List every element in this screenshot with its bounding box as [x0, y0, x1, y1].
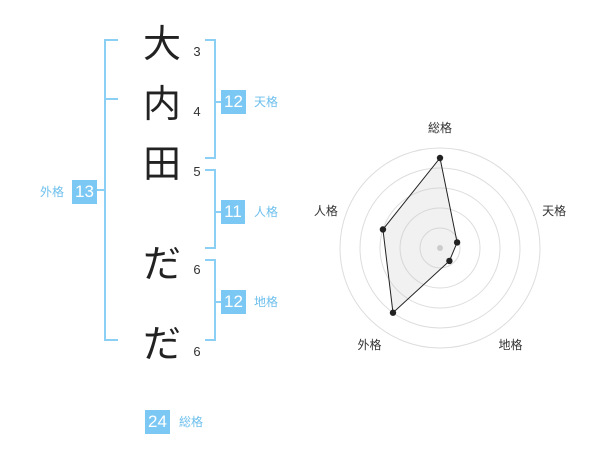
radar-ring-3: [379, 187, 501, 309]
stroke-count-4: 6: [193, 262, 201, 277]
jinkaku-value-badge: 11: [221, 200, 245, 224]
radar-point-5: [379, 226, 387, 233]
soukaku-label: 総格: [179, 415, 204, 429]
gaikaku-bracket: [104, 39, 118, 341]
stroke-count-5: 6: [193, 344, 201, 359]
jinkaku-bracket: [205, 169, 216, 249]
radar-point-3: [446, 257, 453, 265]
name-char-2: 内: [142, 82, 181, 126]
chikaku-value-badge: 12: [221, 290, 246, 314]
tenkaku-bracket: [205, 39, 216, 159]
gaikaku-label: 外格: [40, 185, 65, 199]
name-char-3: 田: [142, 142, 181, 186]
radar-point-4: [389, 309, 397, 316]
name-char-5: だ: [142, 322, 181, 366]
radar-ring-5: [339, 147, 541, 349]
stroke-count-3: 5: [193, 164, 201, 179]
chikaku-bracket: [205, 259, 216, 341]
radar-center-dot: [437, 245, 443, 251]
jinkaku-label: 人格: [254, 205, 279, 219]
stroke-count-1: 3: [193, 44, 201, 59]
gaikaku-value-badge: 13: [72, 180, 97, 204]
tenkaku-label: 天格: [254, 95, 279, 109]
radar-axis-label-5: 人格: [314, 203, 338, 218]
name-char-4: だ: [142, 242, 181, 286]
name-char-1: 大: [142, 22, 181, 66]
radar-ring-1: [419, 227, 461, 269]
radar-area: [382, 156, 458, 314]
radar-ring-4: [359, 167, 521, 329]
radar-ring-2: [399, 207, 481, 289]
radar-axis-label-1: 総格: [428, 120, 452, 135]
stroke-count-2: 4: [193, 104, 201, 119]
radar-point-2: [453, 239, 461, 246]
radar-axis-label-4: 外格: [357, 337, 381, 352]
radar-point-1: [436, 154, 444, 162]
radar-axis-label-2: 天格: [542, 203, 566, 218]
chikaku-label: 地格: [254, 295, 279, 309]
radar-axis-label-3: 地格: [499, 337, 523, 352]
soukaku-value-badge: 24: [145, 410, 170, 434]
tenkaku-value-badge: 12: [221, 90, 246, 114]
